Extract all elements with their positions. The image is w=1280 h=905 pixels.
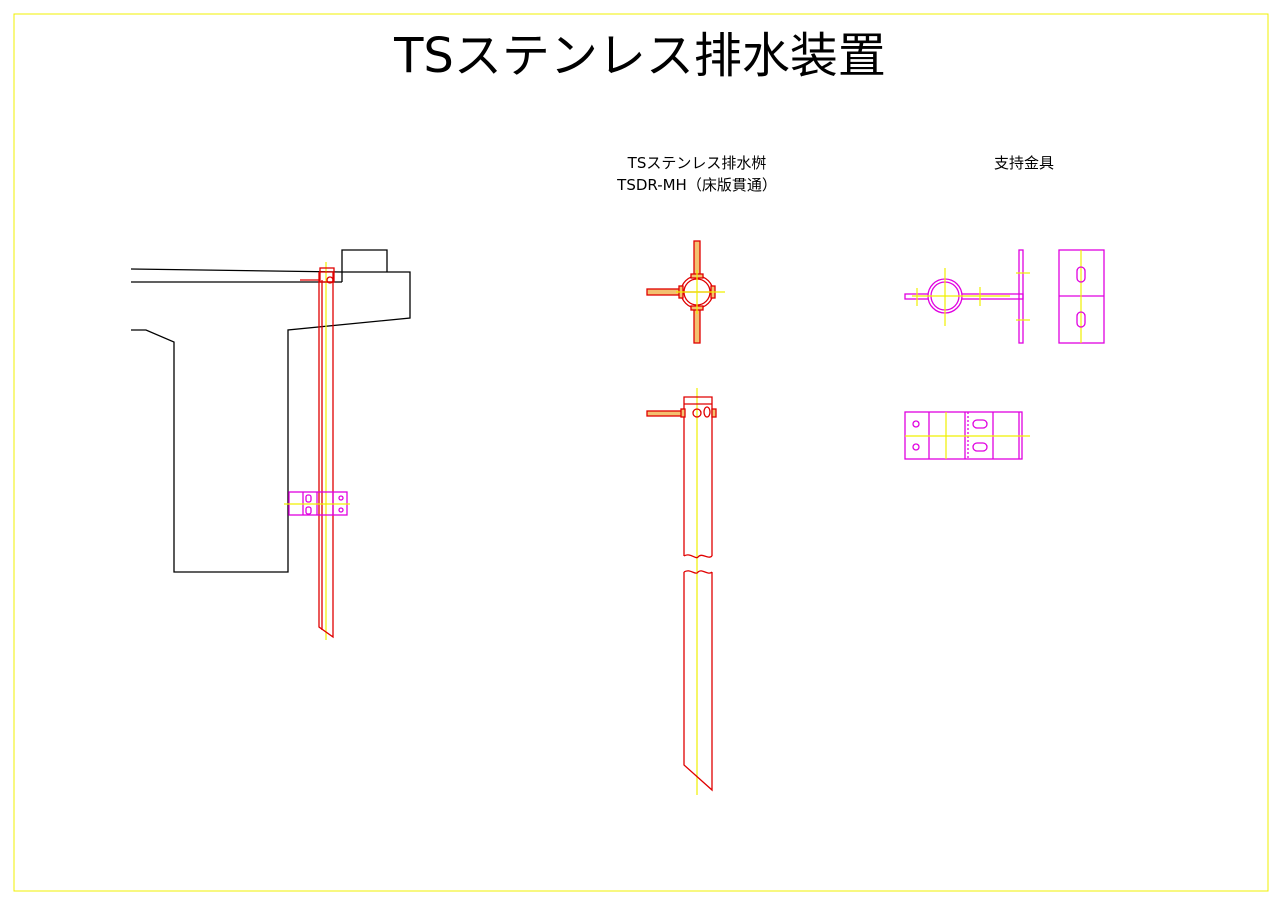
support-bracket-installed: [284, 491, 350, 516]
catch-basin-title: TSステンレス排水桝: [627, 154, 767, 172]
sheet-frame: [13, 13, 1269, 892]
drain-pipe: [300, 262, 335, 640]
support-bracket-views: [904, 249, 1105, 460]
installation-section-view: [130, 249, 411, 640]
bridge-deck-structure: [130, 249, 411, 573]
drawing-title: TSステンレス排水装置: [393, 28, 886, 84]
catch-basin-elevation-view: [646, 388, 717, 795]
support-bracket-title: 支持金具: [994, 154, 1054, 172]
catch-basin-plan-view: [646, 240, 725, 344]
catch-basin-model: TSDR-MH（床版貫通）: [616, 176, 777, 194]
